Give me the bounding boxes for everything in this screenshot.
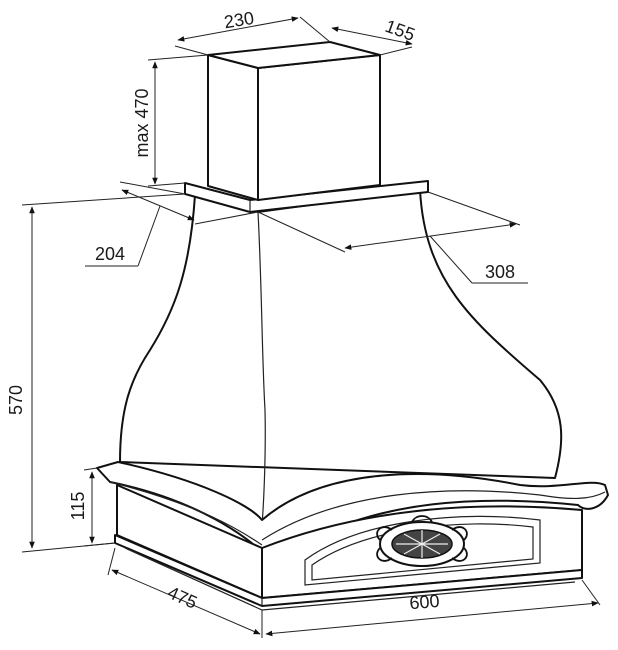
label-duct-depth: 155 [383,16,418,45]
duct-cover-side [257,54,381,201]
ornament-medallion [376,515,468,567]
dimension-lines [21,16,601,638]
label-duct-max-height: max 470 [132,88,152,157]
label-base-depth: 475 [165,582,201,612]
label-chimney-width: 308 [485,262,515,282]
dimension-labels: 230 155 max 470 204 308 570 115 475 600 [6,8,515,613]
hood-body [96,41,609,611]
label-base-height: 115 [68,492,88,521]
hood-front-edge [257,211,266,526]
label-base-width: 600 [409,591,441,614]
hood-canopy [119,189,563,479]
label-chimney-depth: 204 [95,244,125,264]
label-total-height: 570 [6,385,26,415]
duct-cover-front [207,54,259,201]
label-duct-width: 230 [223,8,256,32]
